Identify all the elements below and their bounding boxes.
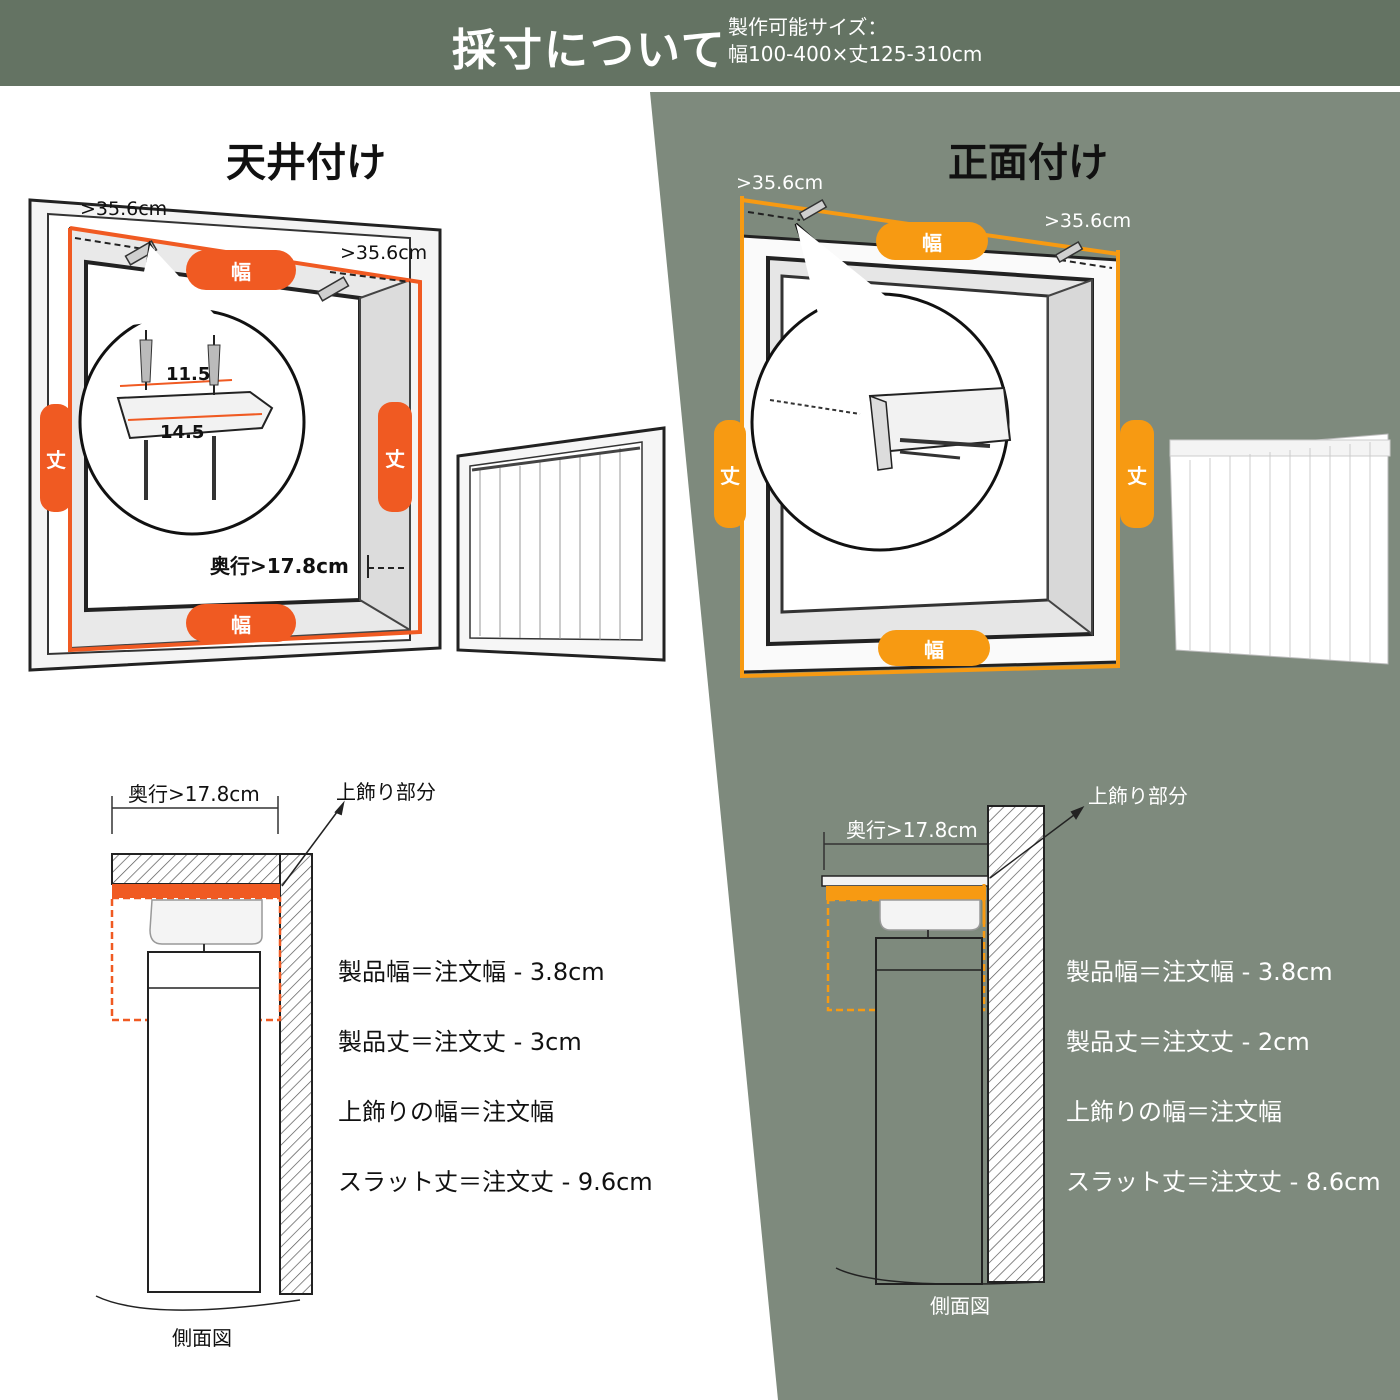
front-formula-product-width: 製品幅＝注文幅 - 3.8cm (1066, 958, 1333, 986)
ceiling-side-depth: 奥行>17.8cm (128, 782, 260, 806)
size-label: 製作可能サイズ： (728, 15, 888, 39)
front-formula-valance-width: 上飾りの幅＝注文幅 (1066, 1098, 1282, 1126)
front-side-caption: 側面図 (930, 1294, 990, 1318)
ceiling-formula-product-height: 製品丈＝注文丈 - 3cm (338, 1028, 582, 1056)
height-badge-left: 丈 (40, 404, 72, 512)
ceiling-blind-illustration (456, 426, 666, 662)
front-height-badge-left: 丈 (714, 420, 746, 528)
front-side-view (821, 805, 1085, 1285)
ceiling-formula-valance-width: 上飾りの幅＝注文幅 (338, 1098, 554, 1126)
front-clearance-left: >35.6cm (736, 172, 824, 194)
front-clearance-right: >35.6cm (1044, 210, 1132, 232)
front-formula-product-height: 製品丈＝注文丈 - 2cm (1066, 1028, 1310, 1056)
ceiling-valance-label: 上飾り部分 (336, 780, 436, 804)
ceiling-depth-label: 奥行>17.8cm (210, 550, 349, 579)
header-bar (0, 0, 1400, 86)
front-side-depth: 奥行>17.8cm (846, 818, 978, 842)
bracket-dim-a: 11.5 (166, 364, 211, 385)
front-mount-window (740, 196, 1120, 679)
front-width-badge-bottom: 幅 (878, 630, 990, 666)
front-mount-title: 正面付け (948, 140, 1108, 186)
size-info: 製作可能サイズ： 幅100-400×丈125-310cm (728, 14, 982, 68)
ceiling-clearance-left: >35.6cm (80, 198, 168, 220)
height-badge-right: 丈 (378, 402, 412, 512)
page-title: 採寸について (452, 25, 727, 76)
front-formula-slat-height: スラット丈＝注文丈 - 8.6cm (1066, 1168, 1381, 1196)
bracket-dim-b: 14.5 (160, 422, 205, 443)
ceiling-clearance-right: >35.6cm (340, 242, 428, 264)
front-height-badge-right: 丈 (1120, 420, 1154, 528)
front-valance-label: 上飾り部分 (1088, 784, 1188, 808)
front-width-badge-top: 幅 (876, 222, 988, 260)
width-badge-top: 幅 (186, 250, 296, 290)
width-badge-bottom: 幅 (186, 604, 296, 642)
ceiling-formula-product-width: 製品幅＝注文幅 - 3.8cm (338, 958, 605, 986)
ceiling-formula-slat-height: スラット丈＝注文丈 - 9.6cm (338, 1168, 653, 1196)
front-blind-illustration (1169, 433, 1391, 665)
size-value: 幅100-400×丈125-310cm (728, 42, 983, 66)
ceiling-mount-title: 天井付け (226, 140, 386, 186)
ceiling-side-view (95, 796, 345, 1311)
ceiling-side-caption: 側面図 (172, 1326, 232, 1350)
